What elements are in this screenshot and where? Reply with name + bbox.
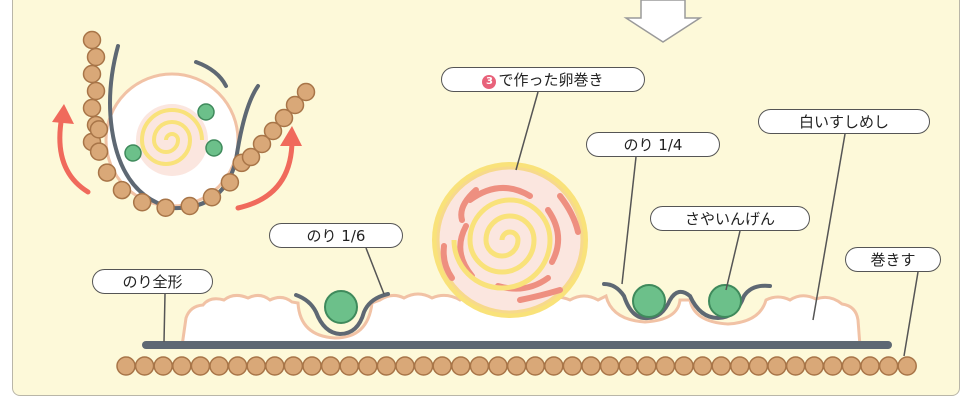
- nori-full-sheet: [142, 341, 892, 349]
- bamboo-bead: [711, 356, 731, 376]
- bamboo-bead: [618, 356, 638, 376]
- bamboo-bead: [283, 356, 304, 376]
- bamboo-bead: [897, 356, 917, 376]
- rolled-makisu-beads: [82, 30, 316, 217]
- bamboo-bead: [730, 356, 750, 376]
- roll-up-arrow-icon: [280, 126, 302, 146]
- nori-quarter-label: のり 1/4: [586, 132, 720, 157]
- bamboo-bead: [748, 356, 769, 376]
- green-bean: [708, 284, 742, 318]
- bamboo-bead: [674, 356, 694, 376]
- bamboo-bead: [860, 356, 880, 376]
- bamboo-bead: [506, 356, 527, 376]
- bamboo-bead: [432, 356, 452, 376]
- bamboo-bead: [599, 356, 620, 376]
- nori-quarter-sheet: [602, 282, 772, 321]
- bamboo-bead: [180, 196, 199, 216]
- bamboo-bead: [358, 356, 378, 376]
- bamboo-bead: [86, 81, 106, 101]
- roll-up-arrow-icon: [57, 113, 91, 195]
- bamboo-bead: [525, 356, 545, 376]
- bamboo-bead: [116, 356, 136, 376]
- bamboo-bead: [265, 356, 285, 376]
- nori-sixth-label: のり 1/6: [269, 223, 403, 248]
- bamboo-bead: [804, 356, 824, 376]
- bamboo-bead: [655, 356, 676, 376]
- bamboo-bead: [112, 180, 132, 200]
- bamboo-bead: [581, 356, 601, 376]
- makisu-bamboo-mat: [116, 356, 917, 376]
- bamboo-bead: [86, 47, 106, 67]
- bamboo-bead: [841, 356, 862, 376]
- bamboo-bead: [451, 356, 471, 376]
- bamboo-bead: [263, 121, 283, 141]
- green-bean: [632, 284, 666, 318]
- bamboo-bead: [469, 356, 490, 376]
- bamboo-bead: [132, 192, 152, 212]
- bamboo-bead: [488, 356, 508, 376]
- bamboo-bead: [209, 356, 229, 376]
- bamboo-bead: [246, 356, 266, 376]
- bamboo-bead: [190, 356, 211, 376]
- roll-cross-section: [104, 44, 260, 211]
- bamboo-bead: [285, 95, 305, 115]
- bamboo-bead: [153, 356, 173, 376]
- bamboo-bead: [320, 356, 341, 376]
- bamboo-bead: [82, 98, 102, 118]
- makisu-label: 巻きす: [845, 247, 941, 272]
- nori-full-label: のり全形: [92, 269, 213, 294]
- bamboo-bead: [376, 356, 397, 376]
- bamboo-bead: [767, 356, 787, 376]
- egg-roll-label-text: で作った卵巻き: [498, 71, 604, 89]
- green-bean: [324, 290, 358, 324]
- roll-up-arrow-icon: [52, 104, 74, 124]
- bamboo-bead: [395, 356, 415, 376]
- bamboo-bead: [544, 356, 564, 376]
- down-arrow-icon: [623, 0, 703, 43]
- bamboo-bead: [134, 356, 155, 376]
- bamboo-bead: [220, 173, 240, 192]
- bamboo-bead: [302, 356, 322, 376]
- bamboo-bead: [785, 356, 806, 376]
- bamboo-bead: [156, 198, 175, 217]
- bamboo-bead: [89, 142, 109, 161]
- leader-lines: [163, 91, 919, 357]
- bamboo-bead: [89, 120, 109, 139]
- step-number-badge: 3: [482, 75, 497, 89]
- bamboo-bead: [637, 356, 657, 376]
- bamboo-bead: [823, 356, 843, 376]
- bamboo-bead: [97, 163, 117, 182]
- bamboo-bead: [202, 187, 222, 207]
- bamboo-bead: [562, 356, 583, 376]
- bamboo-bead: [274, 108, 294, 128]
- sayaingen-label: さやいんげん: [650, 206, 810, 231]
- bamboo-bead: [82, 30, 102, 50]
- bamboo-bead: [413, 356, 434, 376]
- bamboo-bead: [82, 64, 102, 84]
- bamboo-bead: [172, 356, 192, 376]
- bamboo-bead: [227, 356, 248, 376]
- bamboo-bead: [252, 134, 272, 154]
- bamboo-bead: [296, 82, 316, 102]
- white-rice-label: 白いすしめし: [758, 109, 930, 134]
- bamboo-bead: [339, 356, 359, 376]
- bamboo-bead: [241, 147, 261, 167]
- egg-roll: [432, 162, 588, 318]
- roll-up-arrow-icon: [235, 137, 295, 211]
- nori-sixth-sheet: [294, 292, 390, 337]
- bamboo-bead: [692, 356, 713, 376]
- bamboo-bead: [878, 356, 899, 376]
